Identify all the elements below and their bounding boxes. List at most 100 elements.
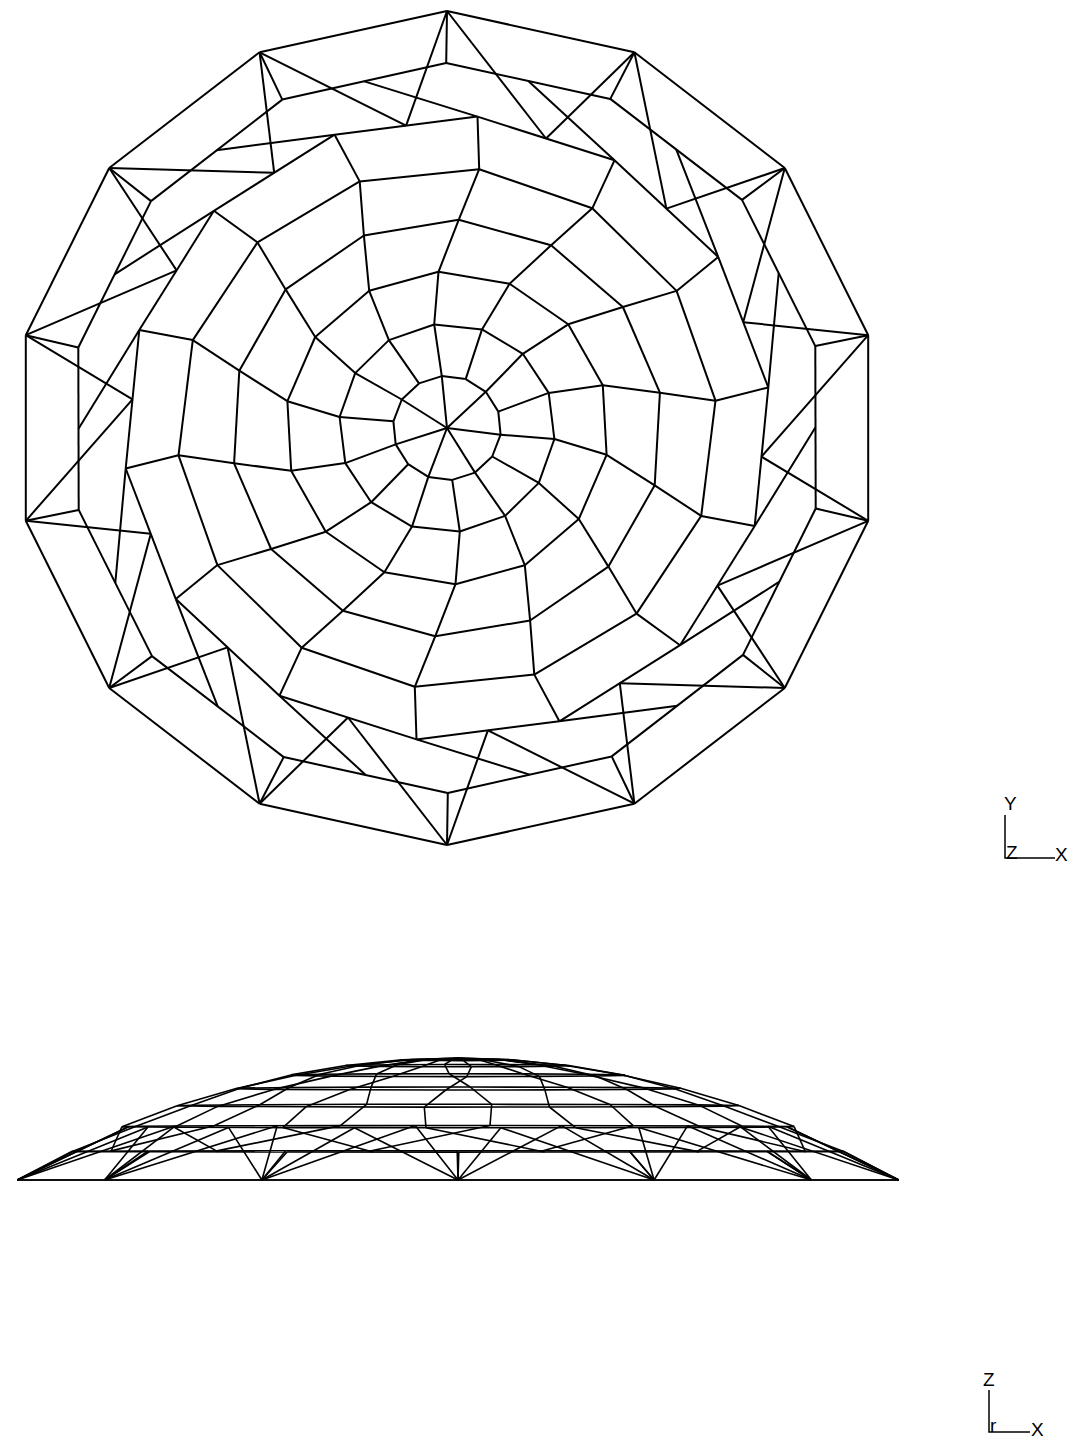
mesh-edge [739,1106,794,1127]
mesh-edge [677,257,719,291]
mesh-edge [460,516,505,532]
mesh-edge [495,1065,524,1074]
mesh-edge [402,400,447,429]
mesh-edge [384,527,412,573]
mesh-edge [439,220,459,272]
mesh-edge [456,532,460,585]
mesh-edge [568,324,603,385]
mesh-edge [396,444,409,464]
mesh-edge [434,325,442,377]
mesh-edge [488,730,635,803]
mesh-edge [467,1067,472,1077]
mesh-edge [367,1087,372,1104]
mesh-edge [345,444,395,463]
mesh-edge [428,428,447,477]
mesh-edge [654,1126,687,1180]
mesh-edge [217,565,301,648]
mesh-edge [192,1088,241,1105]
mesh-edge [340,417,394,421]
mesh-edge [446,63,610,99]
mesh-edge [486,354,523,392]
mesh-edge [193,340,240,371]
mesh-edge [105,1179,262,1181]
mesh-edge [371,502,412,526]
mesh-edge [193,242,258,340]
mesh-edge [17,1152,72,1180]
mesh-edge [629,1151,654,1180]
mesh-edge [479,169,592,208]
mesh-edge [534,614,636,675]
mesh-edge [637,614,681,646]
mesh-edge [384,572,455,584]
mesh-edge [603,385,607,455]
mesh-edge [424,1090,446,1107]
mesh-edge [475,473,505,516]
axis-label: Z [1006,843,1018,862]
mesh-edge [478,1059,495,1064]
mesh-edge [109,168,274,173]
mesh-edge [115,211,214,274]
mesh-edge [260,718,348,804]
mesh-edge [415,675,535,687]
mesh-edge [258,242,286,289]
mesh-edge [228,647,260,803]
mesh-edge [26,521,109,688]
mesh-edge [458,1179,654,1181]
mesh-edge [435,584,455,636]
mesh-edge [539,439,555,483]
mesh-edge [811,1179,898,1181]
mesh-edge [698,1126,742,1151]
mesh-edge [579,455,607,519]
mesh-edge [109,52,259,168]
mesh-edge [445,1064,495,1066]
mesh-edge [176,599,218,707]
mesh-edge [26,270,177,335]
axis-label: Z [983,1370,995,1389]
mesh-edge [623,291,677,307]
mesh-edge [115,469,125,584]
mesh-edge [698,1105,742,1126]
mesh-edge [424,1106,549,1108]
top-view-mesh [26,11,868,845]
mesh-edge [179,340,193,455]
mesh-edge [768,1126,811,1180]
mesh-edge [174,1127,218,1152]
mesh-edge [549,1106,656,1108]
mesh-edge [543,1126,633,1151]
mesh-edge [490,1104,492,1125]
mesh-edge [743,655,785,688]
mesh-edge [217,549,271,565]
mesh-edge [701,401,715,516]
mesh-edge [377,1073,450,1075]
mesh-edge [105,1127,148,1180]
mesh-edge [122,1106,177,1127]
mesh-edge [478,117,480,170]
mesh-edge [623,307,660,393]
mesh-edge [335,135,360,182]
mesh-edge [445,1065,450,1074]
mesh-edge [354,1128,458,1180]
mesh-edge [634,688,784,804]
mesh-edge [562,1126,655,1180]
mesh-edge [369,272,438,291]
mesh-edge [302,611,343,648]
mesh-edge [447,428,475,473]
mesh-edge [549,1107,575,1128]
mesh-edge [498,393,548,412]
mesh-edge [260,757,284,804]
mesh-edge [742,168,785,200]
mesh-edge [371,1086,470,1088]
mesh-edge [523,324,568,354]
mesh-edge [458,1179,654,1181]
mesh-edge [234,463,271,549]
mesh-edge [534,675,559,722]
mesh-edge [510,245,551,283]
mesh-edge [498,412,500,435]
mesh-edge [343,611,435,637]
mesh-edge [743,322,868,335]
mesh-edge [355,373,402,399]
mesh-edge [621,1075,681,1088]
mesh-edge [271,532,326,549]
mesh-edge [551,208,592,245]
mesh-edge [471,1066,518,1068]
